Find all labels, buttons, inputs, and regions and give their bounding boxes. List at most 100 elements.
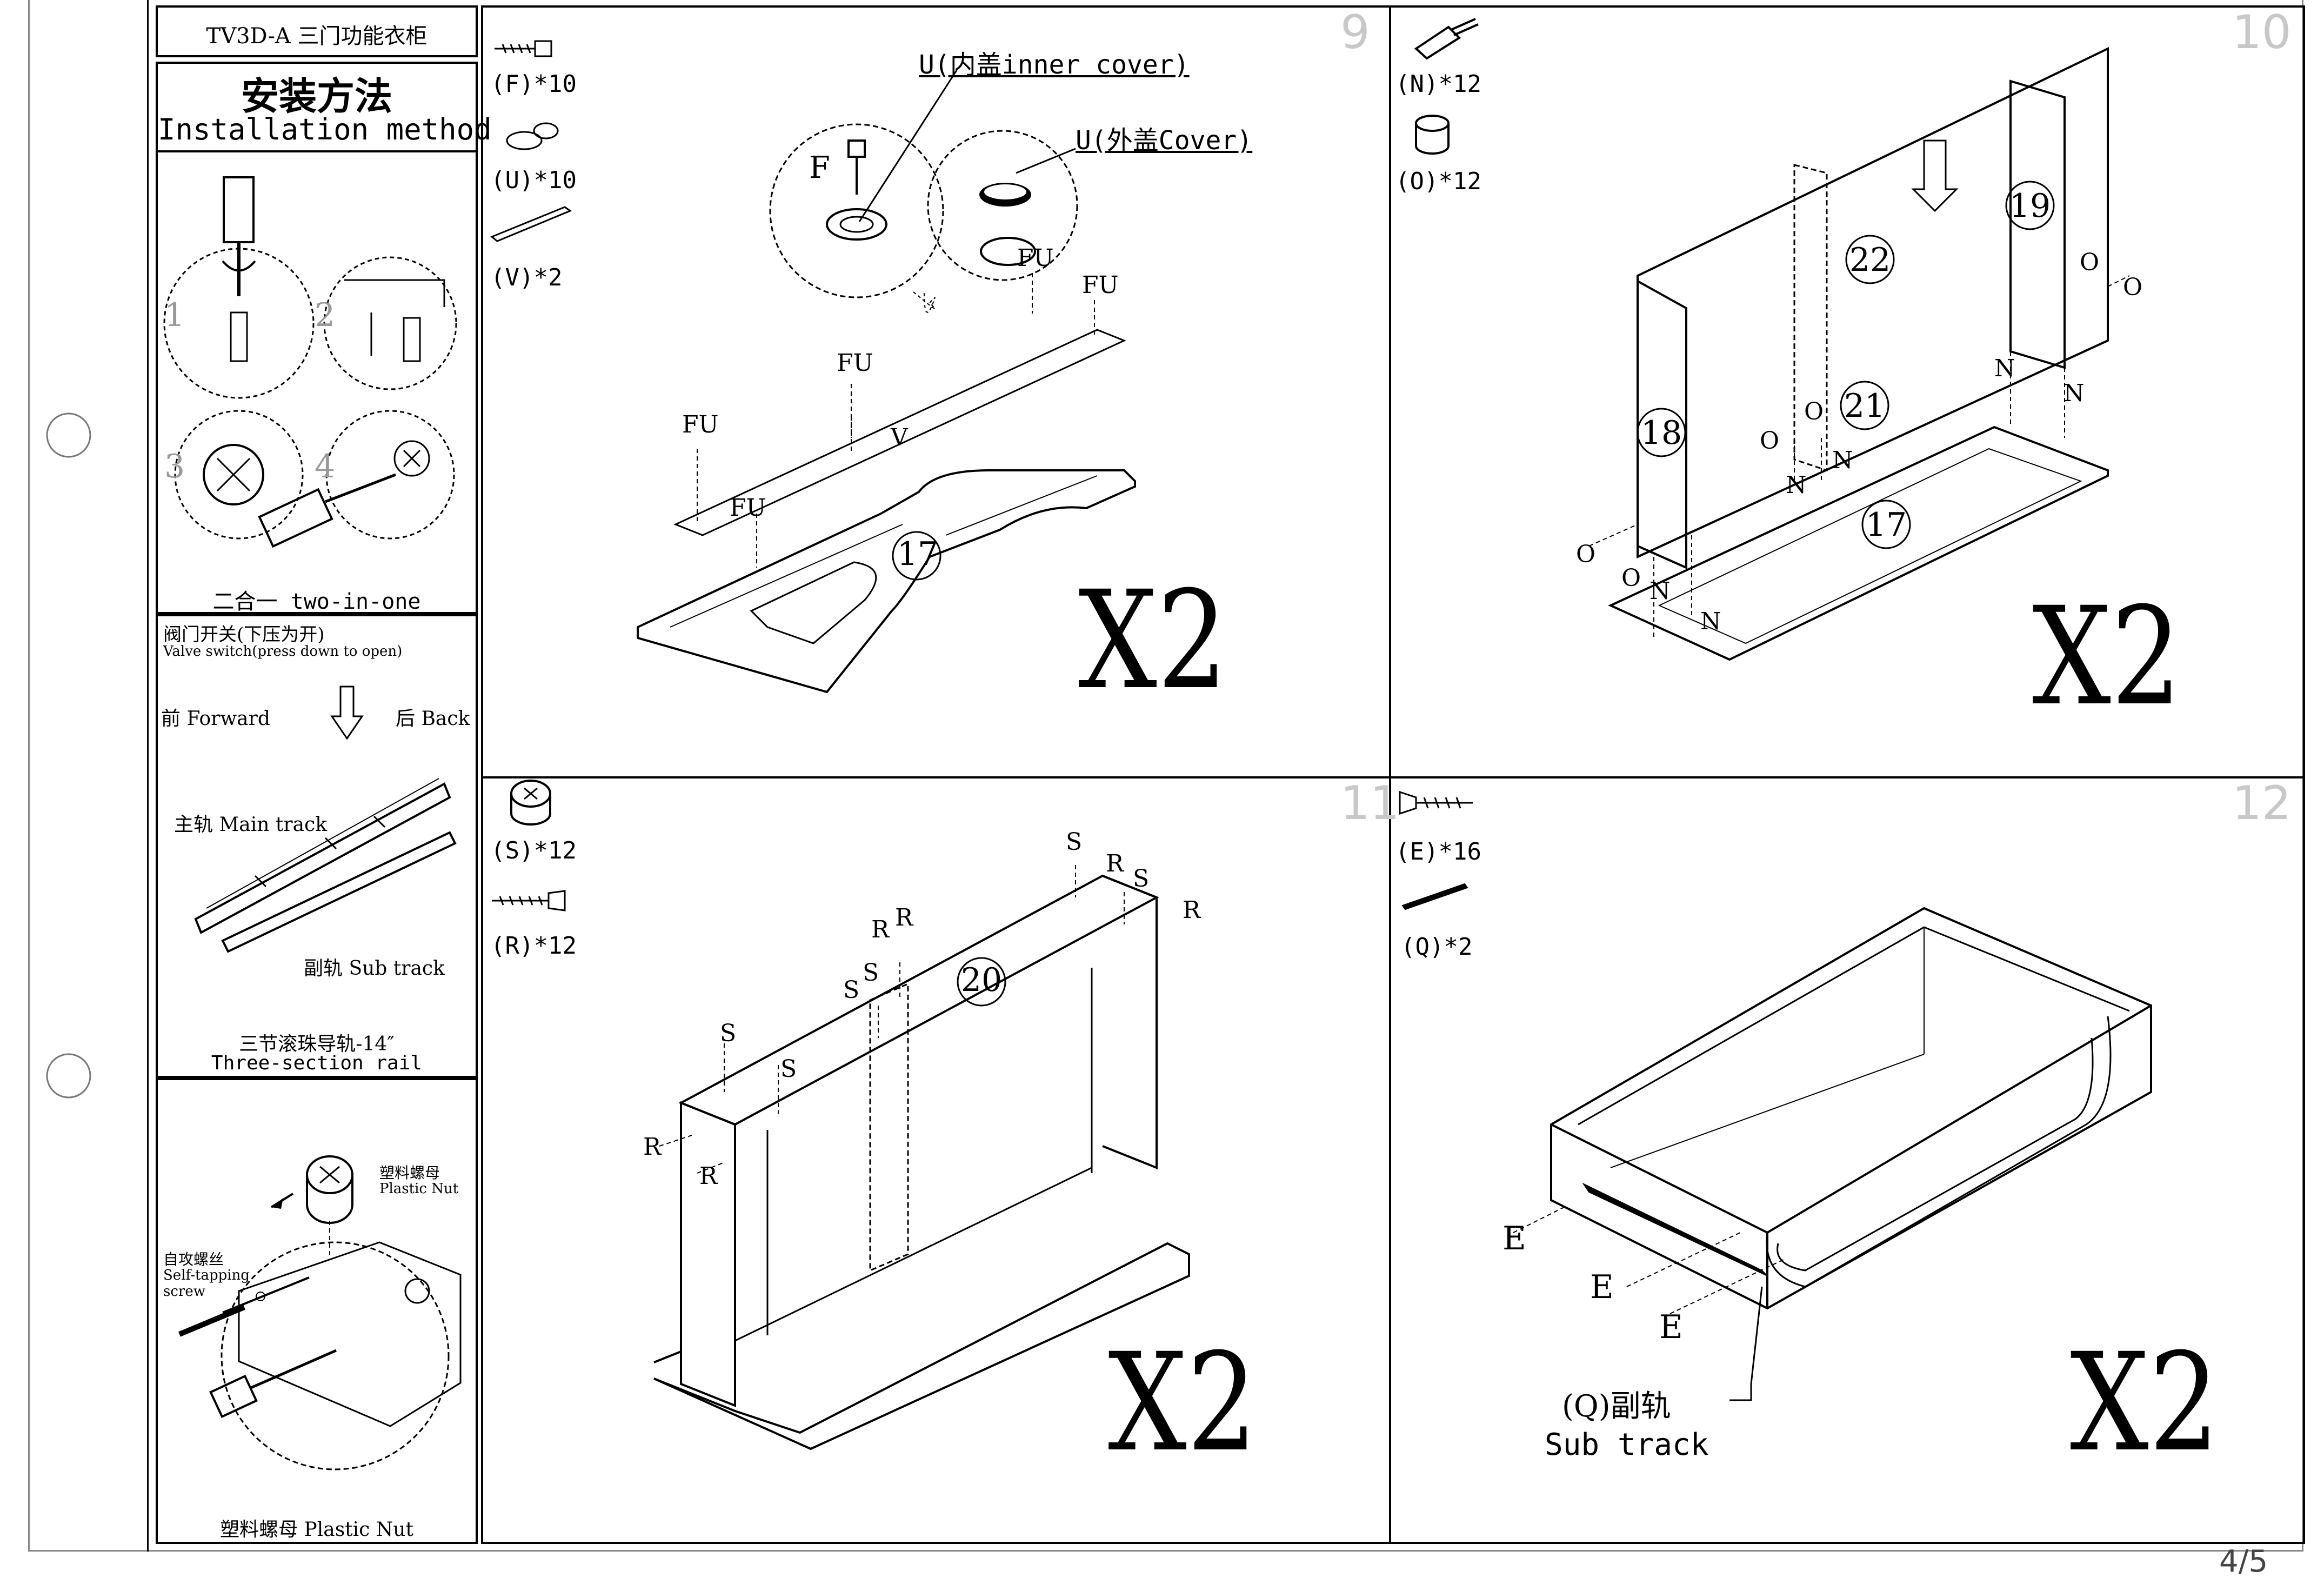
panel12-e-1: E xyxy=(1502,1220,1526,1257)
panel10-part-o: (O)*12 xyxy=(1395,168,1481,195)
panel11-board-badge xyxy=(956,956,1010,1010)
model-title: TV3D-A 三门功能衣柜 xyxy=(206,24,428,49)
rail-caption-cn: 三节滚珠导轨-14″ xyxy=(239,1033,395,1055)
panel10-o-1: O xyxy=(2080,249,2100,276)
self-tap-cn: 自攻螺丝 xyxy=(163,1250,224,1268)
panel9-u-outer-label: U(外盖Cover) xyxy=(1076,125,1253,156)
screw-r-icon xyxy=(492,890,570,911)
method-title-en: Installation method xyxy=(158,112,492,147)
panel11-s-4: S xyxy=(863,959,879,987)
panel10-board-21: 21 xyxy=(1844,387,1886,425)
method-step-3: 3 xyxy=(164,448,185,485)
panel10-multiplier: X2 xyxy=(2032,578,2182,735)
down-arrow-icon xyxy=(331,687,363,741)
panel10-board-17: 17 xyxy=(1865,506,1907,544)
panel10-n-5: N xyxy=(1649,577,1671,605)
nut-footer: 塑料螺母 Plastic Nut xyxy=(220,1519,413,1541)
panel9-part-v: (V)*2 xyxy=(491,264,563,291)
panel11-board-number: 20 xyxy=(960,961,1003,999)
panel11-s-5: S xyxy=(1066,828,1083,856)
panel9-f-label: F xyxy=(809,150,830,185)
panel10-o-2: O xyxy=(2123,274,2143,301)
panel11-s-2: S xyxy=(780,1055,797,1083)
rail-caption-en: Three-section rail xyxy=(211,1052,423,1074)
cam-dowel-n-icon xyxy=(1411,16,1481,59)
panel9-part-f: (F)*10 xyxy=(491,70,577,98)
two-in-one-diagram xyxy=(158,156,476,577)
cam-lock-o-icon xyxy=(1411,114,1454,157)
grid-hline xyxy=(483,776,2303,778)
panel10-o-4: O xyxy=(1760,427,1780,455)
grid-vline xyxy=(1389,8,1391,1542)
panel11-step-number: 11 xyxy=(1340,776,1400,830)
panel12-q-en: Sub track xyxy=(1545,1427,1709,1462)
panel11-r-3: R xyxy=(871,916,890,943)
sidebar-nut-box: 塑料螺母 Plastic Nut 自攻螺丝 Self-tapping screw… xyxy=(156,1078,478,1544)
panel12-multiplier: X2 xyxy=(2070,1324,2220,1481)
panel11-r-5: R xyxy=(1106,850,1124,877)
panel12-e-2: E xyxy=(1590,1268,1614,1306)
valve-forward: 前 Forward xyxy=(161,708,270,730)
binder-holes xyxy=(0,0,162,1584)
cam-lock-s-icon xyxy=(508,778,557,827)
panel9-step-number: 9 xyxy=(1340,5,1370,59)
valve-line1: 阀门开关(下压为开) xyxy=(163,624,325,645)
panel9-part-u: (U)*10 xyxy=(491,167,577,194)
panel11-s-3: S xyxy=(843,976,860,1004)
panel11-multiplier: X2 xyxy=(1108,1324,1258,1481)
sidebar-method-box: 安装方法 Installation method 1 2 3 4 二合一 two… xyxy=(156,62,492,614)
panel10-board-22: 22 xyxy=(1849,241,1891,279)
panel9-fu-2: FU xyxy=(730,494,766,522)
main-grid xyxy=(481,5,2305,1544)
rail-main-track-label: 主轨 Main track xyxy=(174,814,328,836)
panel10-n-1: N xyxy=(1994,355,2015,382)
panel11-r-1: R xyxy=(643,1133,662,1161)
panel11-part-r: (R)*12 xyxy=(491,932,577,960)
panel12-diagram xyxy=(1546,897,2167,1384)
sidebar-title-box: TV3D-A 三门功能衣柜 xyxy=(156,5,478,57)
plastic-nut-diagram xyxy=(158,1080,476,1491)
method-caption: 二合一 two-in-one xyxy=(212,589,421,614)
panel11-s-1: S xyxy=(720,1020,737,1047)
panel11-s-6: S xyxy=(1133,865,1150,893)
panel11-r-4: R xyxy=(895,904,913,931)
valve-line2: Valve switch(press down to open) xyxy=(163,643,403,660)
panel12-part-e: (E)*16 xyxy=(1395,838,1481,866)
method-step-4: 4 xyxy=(315,448,336,485)
panel9-board-badge xyxy=(891,530,945,584)
panel11-diagram xyxy=(649,865,1243,1460)
sidebar-valve-box: 阀门开关(下压为开) Valve switch(press down to op… xyxy=(156,614,478,1078)
panel11-r-6: R xyxy=(1183,896,1201,924)
panel10-n-2: N xyxy=(2063,380,2085,407)
panel12-q-cn: (Q)副轨 xyxy=(1562,1389,1671,1424)
panel11-part-s: (S)*12 xyxy=(491,837,577,864)
panel9-u-inner-label: U(内盖inner cover) xyxy=(919,50,1190,80)
screw-f-icon xyxy=(495,38,557,59)
self-tap-en2: screw xyxy=(163,1283,205,1300)
panel9-board-number: 17 xyxy=(897,535,939,573)
screw-e-icon xyxy=(1394,789,1473,816)
panel12-part-q: (Q)*2 xyxy=(1401,933,1473,961)
page-number: 4/5 xyxy=(2219,1544,2268,1579)
method-divider xyxy=(158,150,476,152)
method-step-1: 1 xyxy=(164,296,185,334)
valve-back: 后 Back xyxy=(396,708,470,730)
panel10-board-19: 19 xyxy=(2009,187,2051,225)
panel10-o-3: O xyxy=(1804,398,1824,425)
panel10-n-4: N xyxy=(1786,471,1807,499)
panel10-o-6: O xyxy=(1621,564,1641,592)
method-step-2: 2 xyxy=(315,296,336,334)
track-q-icon xyxy=(1400,881,1470,908)
panel9-multiplier: X2 xyxy=(1078,562,1228,719)
panel12-step-number: 12 xyxy=(2232,776,2292,830)
page-frame xyxy=(28,0,2303,1552)
panel12-e-3: E xyxy=(1659,1308,1683,1346)
cap-u-icon xyxy=(503,119,562,151)
panel10-diagram xyxy=(1567,49,2162,670)
panel9-diagram xyxy=(622,59,1189,708)
panel9-fu-4: FU xyxy=(1017,244,1054,272)
panel10-board-18: 18 xyxy=(1640,414,1682,452)
panel10-part-n: (N)*12 xyxy=(1395,70,1481,98)
panel9-fu-5: FU xyxy=(1082,271,1119,299)
